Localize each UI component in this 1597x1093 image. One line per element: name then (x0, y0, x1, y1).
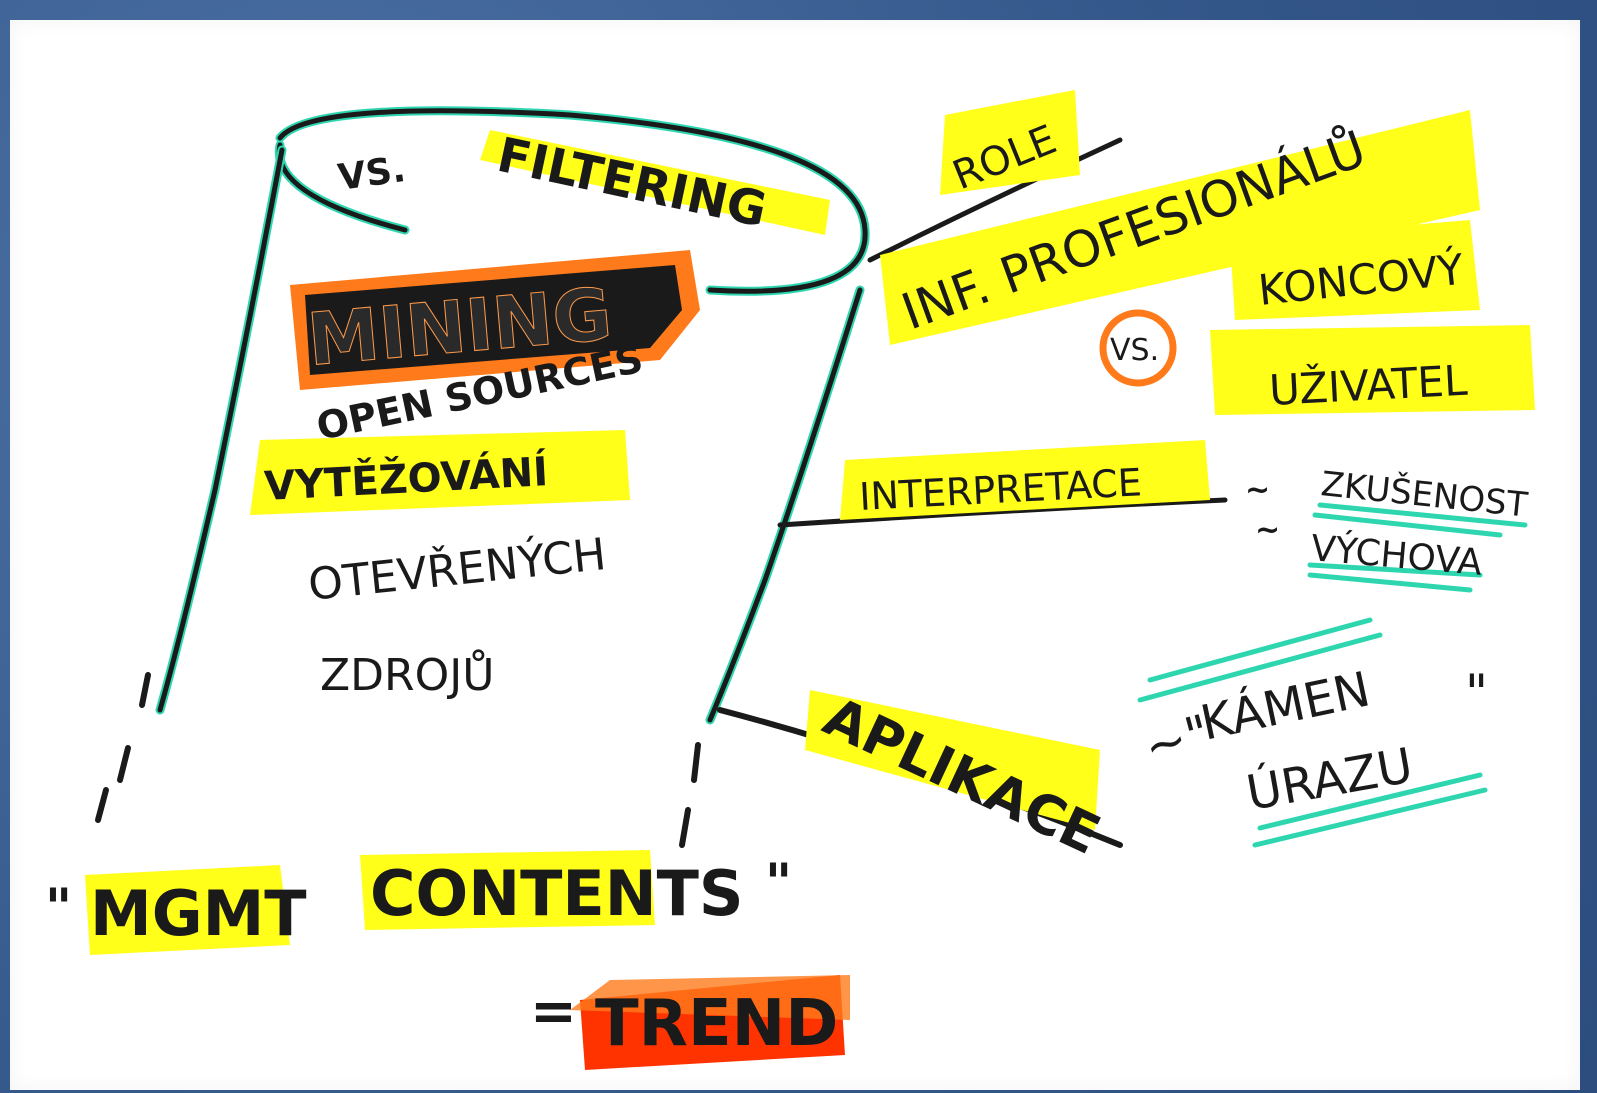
yellow-highlights (85, 90, 1535, 955)
label-filtering: FILTERING (493, 127, 772, 239)
label-vs-top: VS. (336, 149, 409, 199)
vs-circle (1099, 309, 1177, 387)
label-tilde-2: ~ (1255, 513, 1280, 548)
cylinder-shape (95, 106, 870, 848)
label-contents: CONTENTS (370, 857, 744, 930)
label-kamen: KÁMEN (1196, 660, 1375, 751)
whiteboard-paper: VS. FILTERING MINING OPEN SOURCES VYTĚŽO… (10, 20, 1580, 1090)
label-equals: = (530, 979, 577, 1044)
mining-block (290, 250, 700, 390)
label-vs-circle: VS. (1110, 333, 1159, 368)
label-tilde-1: ~ (1245, 473, 1270, 508)
label-otevrenych: OTEVŘENÝCH (306, 527, 609, 611)
label-trend: TREND (595, 987, 838, 1061)
label-kamen-suffix: " (1465, 664, 1488, 722)
label-mgmt-quote-open: " (45, 878, 72, 938)
label-zdroju: ZDROJŮ (320, 648, 494, 701)
label-uzivatel: UŽIVATEL (1268, 355, 1469, 415)
mindmap-drawing: VS. FILTERING MINING OPEN SOURCES VYTĚŽO… (45, 90, 1535, 1070)
label-mgmt: MGMT (90, 877, 307, 950)
teal-underlines (1137, 502, 1528, 848)
label-mgmt-quote-close: " (765, 853, 792, 913)
